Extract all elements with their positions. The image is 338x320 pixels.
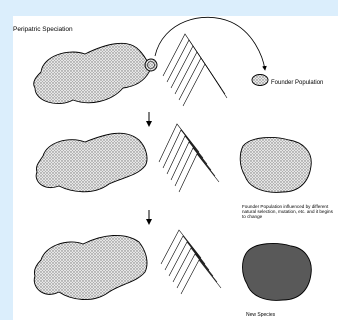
mountain-range-2 — [159, 124, 219, 192]
mountain-range-3 — [161, 230, 221, 294]
new-species-label: New Species — [246, 312, 275, 318]
mountain-range-1 — [163, 34, 227, 106]
changing-population — [240, 138, 311, 193]
new-species-population — [243, 244, 312, 301]
mainland-population-3 — [34, 235, 147, 299]
speciation-diagram — [13, 16, 338, 320]
diagram-title: Peripatric Speciation — [13, 26, 73, 33]
isolated-patch — [145, 59, 157, 71]
diagram-canvas: Peripatric Speciation Founder Population… — [13, 16, 338, 320]
mainland-population-1 — [34, 43, 151, 103]
founder-population — [252, 75, 268, 86]
mainland-population-2 — [36, 133, 147, 192]
migration-arrow — [155, 17, 265, 70]
founder-population-label: Founder Population — [271, 80, 323, 86]
change-note-label: Founder Population influenced by differe… — [242, 204, 337, 220]
